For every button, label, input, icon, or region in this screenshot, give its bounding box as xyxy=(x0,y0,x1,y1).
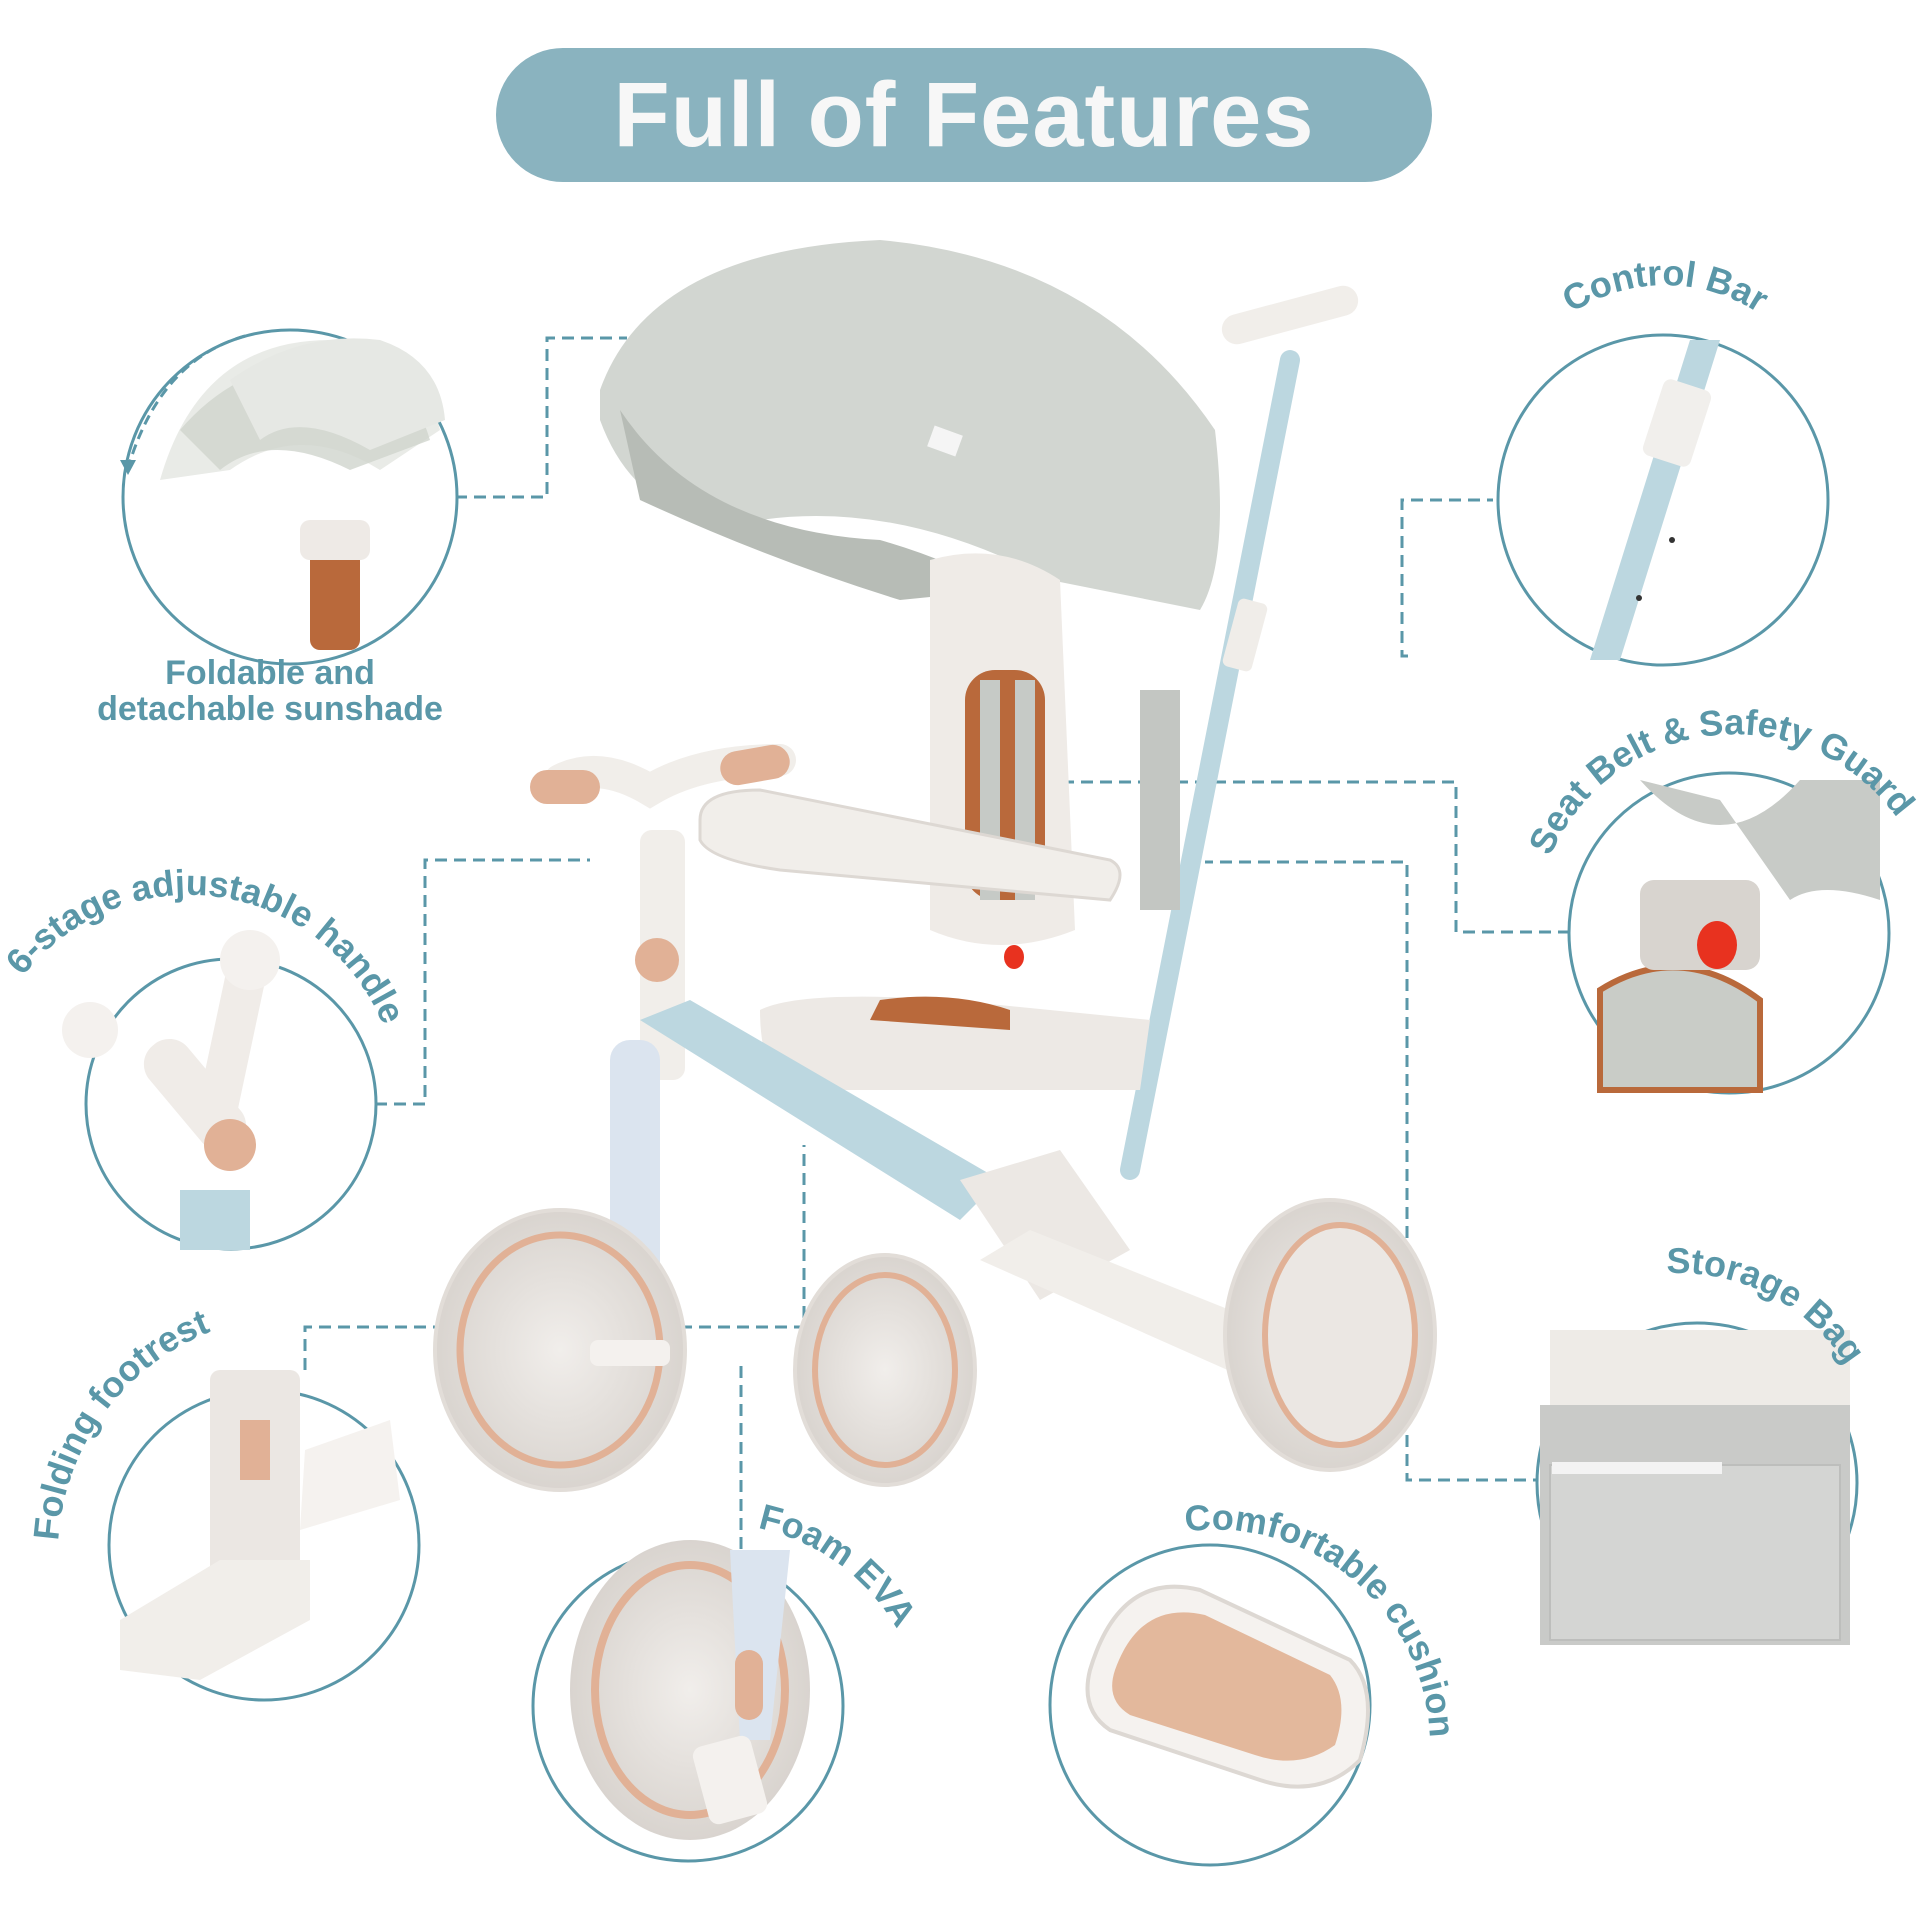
connector-control-bar xyxy=(1400,498,1493,658)
main-frame xyxy=(640,1000,1000,1220)
product-tricycle xyxy=(433,240,1437,1492)
rear-axle xyxy=(980,1230,1280,1380)
label-sunshade-line1: Foldable and xyxy=(165,654,375,692)
connector-storage-bag xyxy=(1205,860,1545,1482)
foam-eva-illustration xyxy=(570,1540,810,1840)
label-sunshade: Foldable and detachable sunshade xyxy=(70,655,470,727)
connector-seat-belt xyxy=(1040,780,1570,934)
storage-bag-illustration xyxy=(1540,1330,1850,1645)
right-grip xyxy=(720,744,790,786)
title-banner: Full of Features xyxy=(496,48,1432,182)
label-sunshade-line2: detachable sunshade xyxy=(97,690,443,728)
push-bar xyxy=(1120,350,1300,1180)
footrest-illustration xyxy=(120,1370,400,1680)
label-control-bar: Control Bar xyxy=(1555,252,1776,320)
footrest-peg xyxy=(590,1340,670,1366)
control-bar-illustration xyxy=(1590,340,1720,660)
left-grip xyxy=(530,770,600,804)
connector-sunshade xyxy=(455,336,627,499)
rear-left-wheel xyxy=(793,1253,977,1487)
rear-right-wheel xyxy=(1223,1198,1437,1472)
cushion-illustration xyxy=(1085,1584,1370,1789)
buckle-button-icon xyxy=(1697,921,1737,969)
safety-guard xyxy=(698,788,1122,902)
handle-illustration xyxy=(62,930,280,1250)
push-bar-handle xyxy=(1221,285,1359,345)
connector-handle xyxy=(375,858,590,1106)
rotate-arrow-icon xyxy=(120,460,136,475)
sunshade-illustration xyxy=(120,334,445,650)
page-title: Full of Features xyxy=(613,63,1315,166)
